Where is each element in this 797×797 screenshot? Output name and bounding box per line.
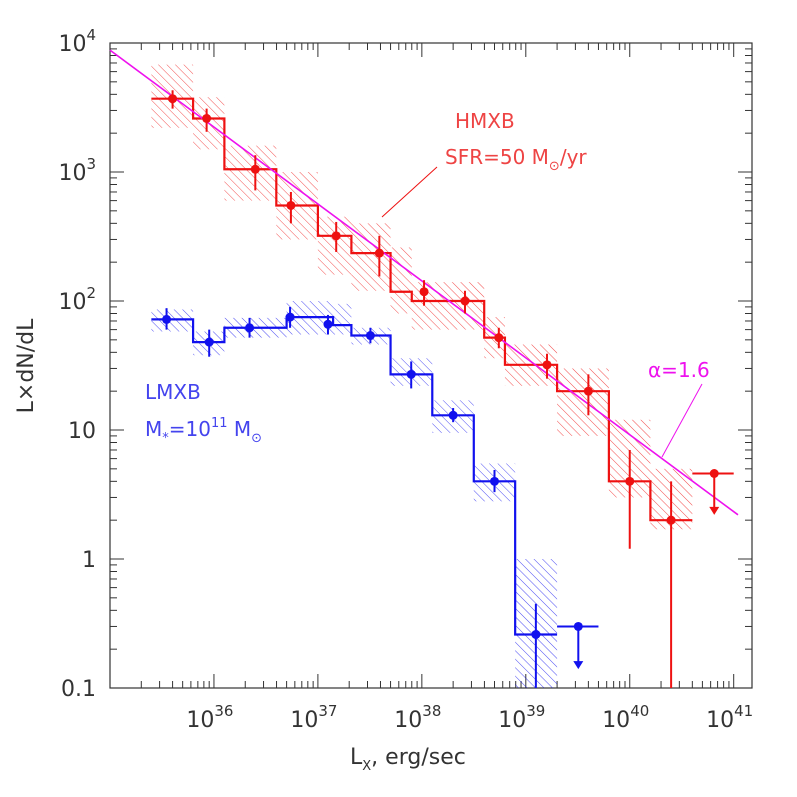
x-tick-label: 1038 [394, 702, 441, 733]
tick-labels: 1036 1037 1038 1039 1040 1041 0.1 1 10 102 103 104 [58, 26, 753, 733]
lmxb-label: LMXB [145, 380, 201, 404]
hmxb-bands [151, 64, 693, 530]
data-point [162, 314, 172, 324]
data-point [245, 323, 255, 333]
data-point [204, 337, 214, 347]
data-point [494, 333, 504, 343]
lmxb-mass-label: M*=1011 M⊙ [145, 416, 262, 446]
x-axis-title: LX, erg/sec [350, 745, 466, 774]
plot-frame [109, 42, 753, 689]
x-tick-label: 1036 [186, 702, 233, 733]
data-point [168, 94, 178, 104]
y-tick-label: 103 [58, 155, 96, 186]
data-point [531, 629, 541, 639]
y-tick-label: 104 [58, 26, 96, 57]
lmxb-series [151, 301, 558, 688]
data-point [625, 476, 635, 486]
y-tick-label: 102 [58, 284, 96, 315]
uncertainty-band [333, 303, 352, 335]
hmxb-step-line [151, 97, 693, 522]
data-point [448, 410, 458, 420]
upper-limit-point [709, 469, 719, 479]
data-point [419, 287, 429, 297]
data-point [490, 476, 500, 486]
x-tick-label: 1041 [706, 702, 753, 733]
data-point [250, 164, 260, 174]
upper-limit-point [573, 621, 583, 631]
data-point [374, 248, 384, 258]
uncertainty-band [557, 368, 609, 436]
y-tick-label: 1 [82, 548, 96, 573]
data-point [460, 296, 470, 306]
data-point [286, 200, 296, 210]
upper-limit-arrow [573, 661, 584, 670]
hmxb-series [151, 64, 693, 530]
hmxb-sfr-label: SFR=50 M⊙/yr [445, 145, 587, 174]
data-point [406, 369, 416, 379]
data-point [542, 360, 552, 370]
axis-ticks [109, 42, 752, 689]
data-point [285, 312, 295, 322]
y-axis-title: L×dN/dL [14, 318, 39, 413]
y-tick-label: 0.1 [61, 677, 96, 702]
data-point [331, 231, 341, 241]
x-tick-label: 1039 [498, 702, 545, 733]
hmxb-points [168, 90, 734, 688]
data-point [202, 113, 212, 123]
uncertainty-band [390, 247, 412, 314]
hmxb-label: HMXB [455, 109, 515, 133]
uncertainty-band [317, 216, 352, 275]
data-point [583, 386, 593, 396]
upper-limit-arrow [709, 506, 720, 515]
data-point [666, 515, 676, 525]
lmxb-bands [151, 301, 558, 688]
x-tick-label: 1040 [602, 702, 649, 733]
y-tick-label: 10 [68, 419, 96, 444]
hmxb-label-pointer [381, 166, 438, 218]
lmxb-points [162, 306, 599, 688]
x-tick-label: 1037 [290, 702, 337, 733]
lmxb-step-line [151, 316, 558, 636]
data-point [365, 331, 375, 341]
data-point [323, 319, 333, 329]
alpha-label: α=1.6 [648, 358, 710, 382]
alpha-label-pointer [661, 383, 703, 458]
